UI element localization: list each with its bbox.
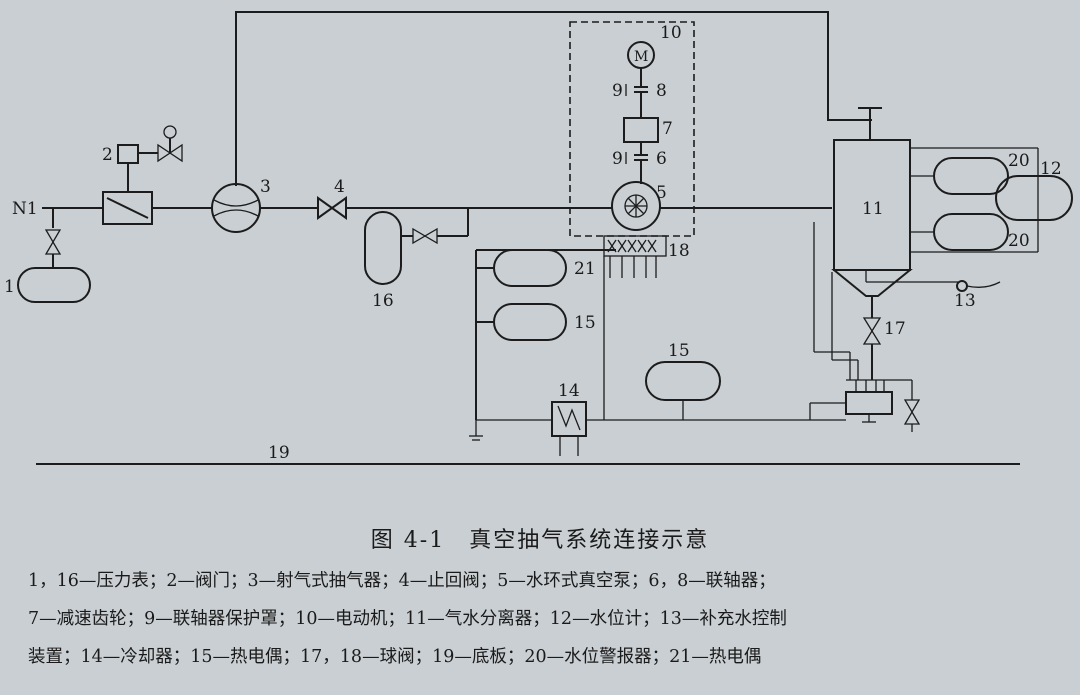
- motor-pump-housing: [569, 21, 695, 237]
- label-2: 2: [102, 145, 113, 165]
- label-3: 3: [260, 177, 271, 197]
- label-12: 12: [1040, 159, 1062, 179]
- label-20-top: 20: [1008, 151, 1030, 171]
- label-10: 10: [660, 23, 682, 43]
- separator-11: [831, 107, 913, 318]
- label-14: 14: [558, 381, 580, 401]
- cooler-14: [476, 256, 846, 456]
- label-18: 18: [668, 241, 690, 261]
- ball-valve-17: [862, 317, 882, 380]
- pressure-gauge-1: [17, 208, 91, 303]
- label-n1: N1: [12, 199, 38, 219]
- label-6: 6: [656, 149, 667, 169]
- top-return-pipe: [235, 11, 872, 186]
- label-1: 1: [4, 277, 15, 297]
- label-21: 21: [574, 259, 596, 279]
- component-labels: N1 1 2 3 4 16 21 15 10 M 9 8 7 9 6 5 18 …: [4, 23, 1062, 463]
- vacuum-system-diagram: N1 1 2 3 4 16 21 15 10 M 9 8 7 9 6 5 18 …: [4, 11, 1073, 465]
- label-15-right: 15: [668, 341, 690, 361]
- legend-line-3: 装置；14—冷却器；15—热电偶；17，18—球阀；19—底板；20—水位警报器…: [28, 647, 762, 667]
- label-19: 19: [268, 443, 290, 463]
- valve-2: [102, 125, 183, 225]
- label-15-left: 15: [574, 313, 596, 333]
- lower-tank: [813, 222, 921, 432]
- sensor-header: [469, 249, 616, 441]
- label-17: 17: [884, 319, 906, 339]
- label-7: 7: [662, 119, 673, 139]
- label-5: 5: [656, 183, 667, 203]
- label-motor: M: [634, 49, 648, 65]
- ejector-3: [211, 183, 261, 233]
- level-alarms: [910, 147, 1073, 253]
- check-valve-4: [317, 196, 347, 220]
- label-11: 11: [862, 199, 884, 219]
- vacuum-pump-5: [611, 181, 661, 231]
- ball-valve-manifold-18: [603, 235, 667, 278]
- label-20-bottom: 20: [1008, 231, 1030, 251]
- figure-caption: 图 4-1 真空抽气系统连接示意: [370, 528, 710, 553]
- makeup-water-control-13: [865, 270, 1001, 292]
- legend-line-2: 7—减速齿轮；9—联轴器保护罩；10—电动机；11—气水分离器；12—水位计；1…: [28, 609, 787, 629]
- label-9-bottom: 9: [612, 149, 623, 169]
- thermocouple-15-right: [645, 361, 721, 420]
- label-16: 16: [372, 291, 394, 311]
- label-9-top: 9: [612, 81, 623, 101]
- pressure-gauge-16: [364, 208, 469, 285]
- label-13: 13: [954, 291, 976, 311]
- label-4: 4: [334, 177, 345, 197]
- legend-line-1: 1，16—压力表；2—阀门；3—射气式抽气器；4—止回阀；5—水环式真空泵；6，…: [28, 571, 776, 591]
- label-8: 8: [656, 81, 667, 101]
